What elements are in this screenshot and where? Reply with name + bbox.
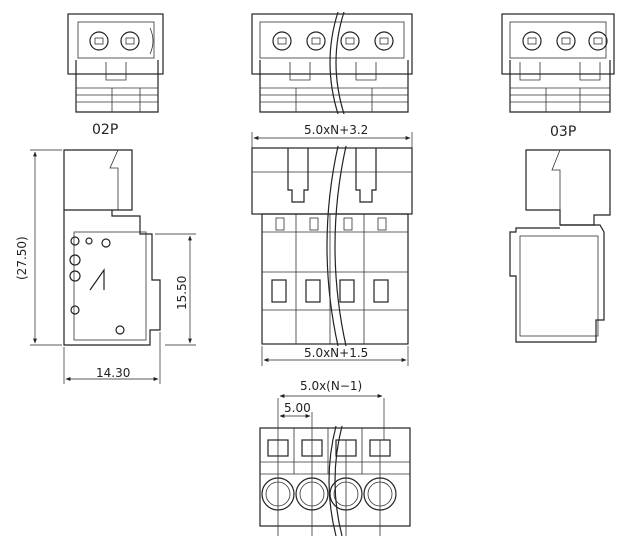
label-02p: 02P xyxy=(92,122,118,138)
label-03p: 03P xyxy=(550,124,576,140)
view-side-right xyxy=(509,149,611,343)
view-multi-top xyxy=(251,11,413,115)
dim-front-top: 5.0xN+3.2 xyxy=(304,123,368,137)
dim-width-side: 14.30 xyxy=(96,366,130,380)
dim-pitch-total: 5.0x(N−1) xyxy=(300,379,362,393)
view-02p-top xyxy=(67,13,164,113)
dim-height-total: (27.50) xyxy=(15,236,29,280)
view-side-left xyxy=(63,149,161,346)
dim-pitch: 5.00 xyxy=(284,401,311,415)
dim-height-partial: 15.50 xyxy=(175,276,189,310)
view-front-center xyxy=(251,145,413,347)
view-bottom-center xyxy=(259,425,411,537)
dim-front-bottom: 5.0xN+1.5 xyxy=(304,346,368,360)
view-03p-top xyxy=(501,13,615,113)
